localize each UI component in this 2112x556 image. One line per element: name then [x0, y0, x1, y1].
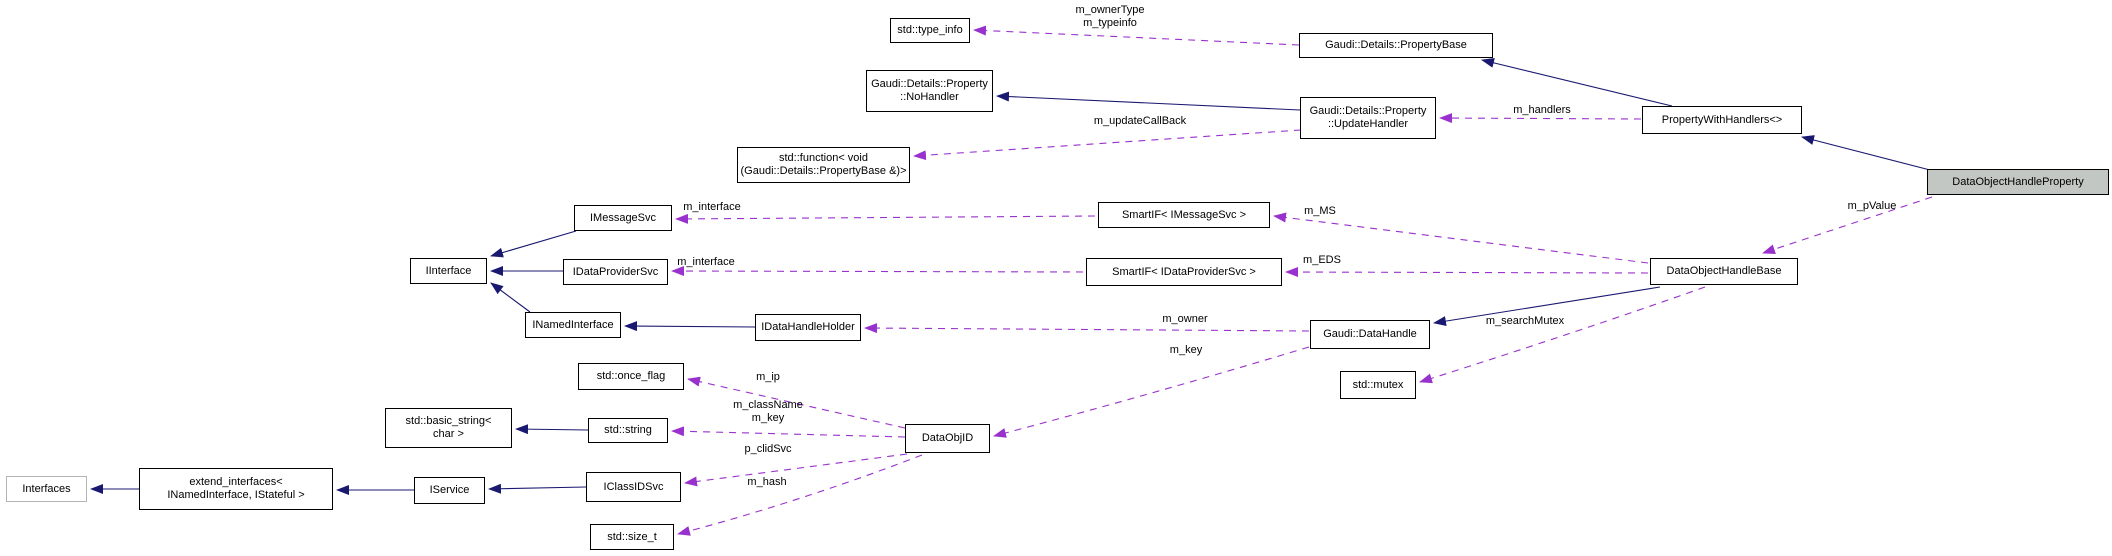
edge-m-ms: [1273, 212, 1649, 264]
node-label: PropertyWithHandlers<>: [1661, 113, 1783, 126]
node-smartif-idataprovidersvc[interactable]: SmartIF< IDataProviderSvc >: [1086, 258, 1282, 286]
node-label: IInterface: [425, 264, 472, 277]
node-label: std::size_t: [607, 530, 657, 543]
node-smartif-imessagesvc[interactable]: SmartIF< IMessageSvc >: [1098, 202, 1270, 228]
edge-label-m-hash: m_hash: [747, 476, 787, 488]
edge-label-m-pvalue: m_pValue: [1847, 200, 1897, 212]
edge-m-ip: [687, 376, 906, 429]
node-std-function: std::function< void(Gaudi::Details::Prop…: [737, 147, 910, 183]
node-inamedinterface[interactable]: INamedInterface: [525, 312, 621, 338]
edge-m-handlers: [1439, 113, 1642, 124]
edge-dataobjecthandleproperty-to-propertywithhandlers: [1801, 135, 1931, 171]
node-iinterface[interactable]: IInterface: [410, 258, 487, 284]
node-label: ::NoHandler: [900, 91, 959, 103]
node-label: IClassIDSvc: [603, 480, 664, 493]
node-idatahandleholder[interactable]: IDataHandleHolder: [755, 314, 861, 341]
edge-label-m-eds: m_EDS: [1303, 254, 1341, 266]
node-label: std::string: [604, 424, 652, 436]
node-label: std::once_flag: [596, 370, 666, 382]
node-gaudi-details-property-nohandler[interactable]: Gaudi::Details::Property::NoHandler: [866, 70, 993, 112]
node-label: IService: [429, 484, 470, 496]
edge-label-m-ip: m_ip: [756, 371, 780, 383]
node-iservice[interactable]: IService: [414, 477, 485, 504]
edge-label-m-owner: m_owner: [1162, 313, 1208, 325]
node-label: SmartIF< IMessageSvc >: [1121, 208, 1247, 221]
edge-iclassidsvc-to-iservice: [488, 483, 587, 494]
node-label: std::function< void: [779, 152, 868, 164]
node-imessagesvc[interactable]: IMessageSvc: [574, 205, 672, 231]
node-label: DataObjID: [921, 432, 974, 444]
node-std-string: std::string: [588, 418, 668, 443]
edge-updatehandler-to-nohandler: [996, 91, 1301, 111]
edge-m-hash: [677, 454, 923, 536]
node-std-once-flag: std::once_flag: [578, 363, 684, 390]
edge-inamedinterface-to-iinterface: [490, 282, 531, 313]
node-std-mutex: std::mutex: [1340, 371, 1416, 399]
edge-m-interface-idataprovidersvc: [671, 266, 1084, 277]
node-label: ::UpdateHandler: [1327, 118, 1409, 130]
node-propertywithhandlers[interactable]: PropertyWithHandlers<>: [1642, 106, 1802, 134]
edge-m-key-datahandle: [993, 346, 1310, 438]
node-label: Gaudi::DataHandle: [1323, 328, 1417, 340]
edge-m-owner: [864, 323, 1310, 334]
node-label: std::type_info: [897, 24, 963, 36]
node-label: Gaudi::Details::Property: [1309, 105, 1427, 117]
edge-label-m-handlers: m_handlers: [1513, 104, 1571, 116]
node-std-basic-string: std::basic_string<char >: [385, 408, 512, 448]
edge-p-clidsvc: [684, 453, 908, 487]
node-std-type-info: std::type_info: [890, 18, 970, 43]
node-label: (Gaudi::Details::PropertyBase &)>: [740, 165, 907, 177]
node-interfaces: Interfaces: [6, 476, 87, 502]
node-extend-interfaces[interactable]: extend_interfaces<INamedInterface, IStat…: [139, 468, 333, 510]
node-label: IDataProviderSvc: [572, 265, 659, 278]
edge-m-classname-m-key: [671, 426, 906, 438]
edge-m-searchmutex: [1419, 286, 1706, 384]
edge-m-ownertype-m-typeinfo: [973, 25, 1300, 46]
node-std-size-t: std::size_t: [590, 524, 674, 550]
node-label: DataObjectHandleProperty: [1952, 175, 2084, 188]
node-gaudi-details-propertybase[interactable]: Gaudi::Details::PropertyBase: [1299, 33, 1493, 58]
node-label: Gaudi::Details::PropertyBase: [1325, 39, 1467, 51]
node-label: std::basic_string<: [405, 415, 492, 427]
node-label: INamedInterface, IStateful >: [167, 489, 305, 501]
node-label: std::mutex: [1352, 378, 1404, 391]
edge-label-m-interface-mid: m_interface: [677, 256, 735, 268]
edge-m-pvalue: [1762, 196, 1933, 254]
edge-label-m-searchmutex: m_searchMutex: [1485, 315, 1565, 327]
edge-label-m-interface-top: m_interface: [683, 201, 741, 213]
node-label: IMessageSvc: [589, 211, 657, 224]
edge-idatahandleholder-to-inamedinterface: [624, 321, 756, 332]
edge-label-m-ms: m_MS: [1304, 205, 1336, 217]
node-gaudi-details-property-updatehandler[interactable]: Gaudi::Details::Property::UpdateHandler: [1300, 97, 1436, 139]
node-label: char >: [433, 428, 464, 440]
node-label: INamedInterface: [532, 318, 614, 331]
edge-m-eds: [1285, 267, 1649, 278]
node-gaudi-datahandle[interactable]: Gaudi::DataHandle: [1310, 320, 1430, 349]
node-idataprovidersvc[interactable]: IDataProviderSvc: [563, 259, 668, 285]
node-label: extend_interfaces<: [189, 476, 283, 488]
edge-label-m-updatecallback: m_updateCallBack: [1093, 115, 1187, 127]
node-iclassidsvc[interactable]: IClassIDSvc: [586, 472, 681, 502]
node-label: Gaudi::Details::Property: [871, 78, 988, 90]
node-dataobjid[interactable]: DataObjID: [905, 424, 990, 453]
edge-std-string-to-std-basic-string: [515, 424, 589, 435]
node-label: SmartIF< IDataProviderSvc >: [1112, 265, 1256, 278]
edge-m-interface-imessagesvc: [675, 213, 1096, 224]
node-label: IDataHandleHolder: [761, 321, 855, 333]
node-label: DataObjectHandleBase: [1666, 265, 1782, 277]
node-label: Interfaces: [22, 482, 71, 495]
edge-imessagesvc-to-iinterface: [490, 230, 577, 258]
edge-m-updatecallback: [913, 129, 1302, 161]
node-dataobjecthandlebase[interactable]: DataObjectHandleBase: [1650, 258, 1798, 285]
edge-propertywithhandlers-to-propertybase: [1481, 57, 1673, 107]
edge-label-p-clidsvc: p_clidSvc: [744, 443, 792, 455]
node-dataobjecthandleproperty: DataObjectHandleProperty: [1927, 169, 2109, 195]
edge-dataobjecthandlebase-to-gaudi-datahandle: [1433, 286, 1661, 327]
edge-label-m-key-datahandle: m_key: [1169, 344, 1203, 356]
